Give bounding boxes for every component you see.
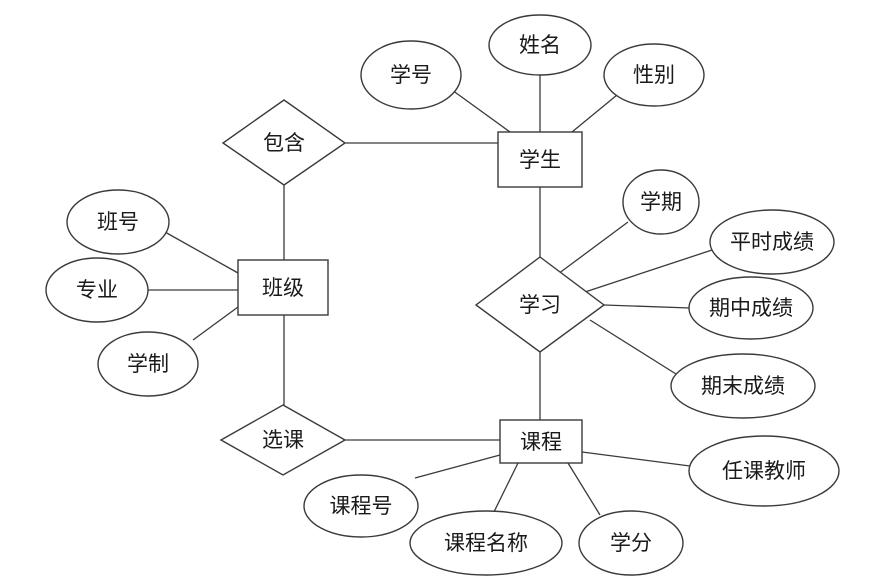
entity-course[interactable]: 课程: [499, 419, 583, 464]
entity-class[interactable]: 班级: [237, 259, 329, 316]
attr-major-label: 专业: [76, 278, 118, 302]
edge-duration: [192, 306, 239, 341]
attr-student-no[interactable]: 学号: [360, 40, 462, 110]
attr-midterm-score[interactable]: 期中成绩: [688, 276, 814, 340]
edges: [148, 73, 713, 521]
relationship-study-label: 学习: [519, 293, 561, 317]
edge-course-no: [414, 454, 501, 479]
entity-student[interactable]: 学生: [497, 131, 583, 188]
attr-semester[interactable]: 学期: [622, 169, 700, 235]
attr-course-name[interactable]: 课程名称: [409, 510, 563, 576]
attr-duration[interactable]: 学制: [97, 331, 199, 397]
entity-course-label: 课程: [520, 430, 562, 454]
attr-semester-label: 学期: [640, 190, 682, 214]
entity-student-label: 学生: [519, 148, 561, 172]
attr-major[interactable]: 专业: [45, 257, 149, 323]
relationship-contains-label: 包含: [263, 131, 305, 155]
edge-final-score: [589, 319, 677, 375]
edge-gender: [571, 94, 618, 133]
edge-midterm-score: [603, 304, 691, 309]
attr-final-score-label: 期末成绩: [701, 374, 785, 398]
attr-name-label: 姓名: [519, 33, 561, 57]
relationship-select-course[interactable]: 选课: [219, 404, 347, 476]
attr-gender[interactable]: 性别: [603, 43, 705, 107]
attr-teacher-label: 任课教师: [722, 459, 806, 483]
attr-teacher[interactable]: 任课教师: [688, 435, 840, 507]
attr-usual-score-label: 平时成绩: [730, 230, 814, 254]
attr-midterm-score-label: 期中成绩: [709, 296, 793, 320]
attr-credit[interactable]: 学分: [578, 510, 684, 576]
edge-semester: [557, 221, 629, 275]
relationship-study[interactable]: 学习: [474, 256, 606, 353]
attr-usual-score[interactable]: 平时成绩: [709, 209, 835, 275]
edge-class-no: [164, 231, 239, 274]
relationship-select-course-label: 选课: [262, 428, 304, 452]
attr-name[interactable]: 姓名: [488, 14, 592, 76]
attr-course-no-label: 课程号: [330, 494, 393, 518]
attr-duration-label: 学制: [127, 352, 169, 376]
edge-teacher: [581, 451, 691, 467]
edge-credit: [567, 462, 601, 516]
attr-class-no[interactable]: 班号: [66, 189, 170, 255]
attr-final-score[interactable]: 期末成绩: [670, 353, 816, 419]
attr-gender-label: 性别: [633, 63, 675, 87]
attr-class-no-label: 班号: [97, 210, 139, 234]
relationship-contains[interactable]: 包含: [221, 99, 347, 186]
attr-student-no-label: 学号: [390, 63, 432, 87]
edge-usual-score: [584, 249, 713, 293]
attr-course-no[interactable]: 课程号: [303, 474, 419, 538]
entity-class-label: 班级: [262, 276, 304, 300]
attr-course-name-label: 课程名称: [444, 531, 528, 555]
attr-credit-label: 学分: [610, 531, 652, 555]
edge-student-no: [451, 89, 511, 133]
